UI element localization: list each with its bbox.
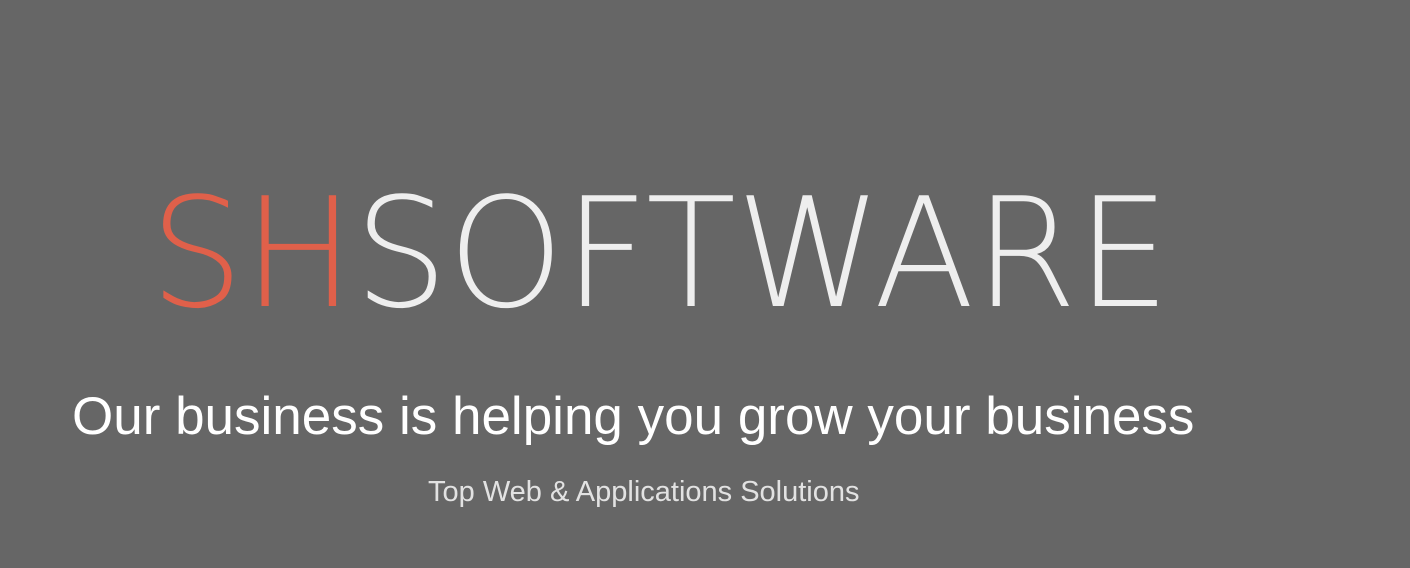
brand-suffix: SOFTWARE <box>354 168 1170 338</box>
brand-logo-svg: SHSOFTWARE <box>150 168 1170 338</box>
brand-prefix: SH <box>150 168 354 338</box>
hero-headline: Our business is helping you grow your bu… <box>72 387 1195 446</box>
hero-tagline: Top Web & Applications Solutions <box>428 476 860 508</box>
brand-wordmark: SHSOFTWARE <box>150 168 1170 338</box>
brand-logo: SHSOFTWARE <box>150 168 1180 338</box>
